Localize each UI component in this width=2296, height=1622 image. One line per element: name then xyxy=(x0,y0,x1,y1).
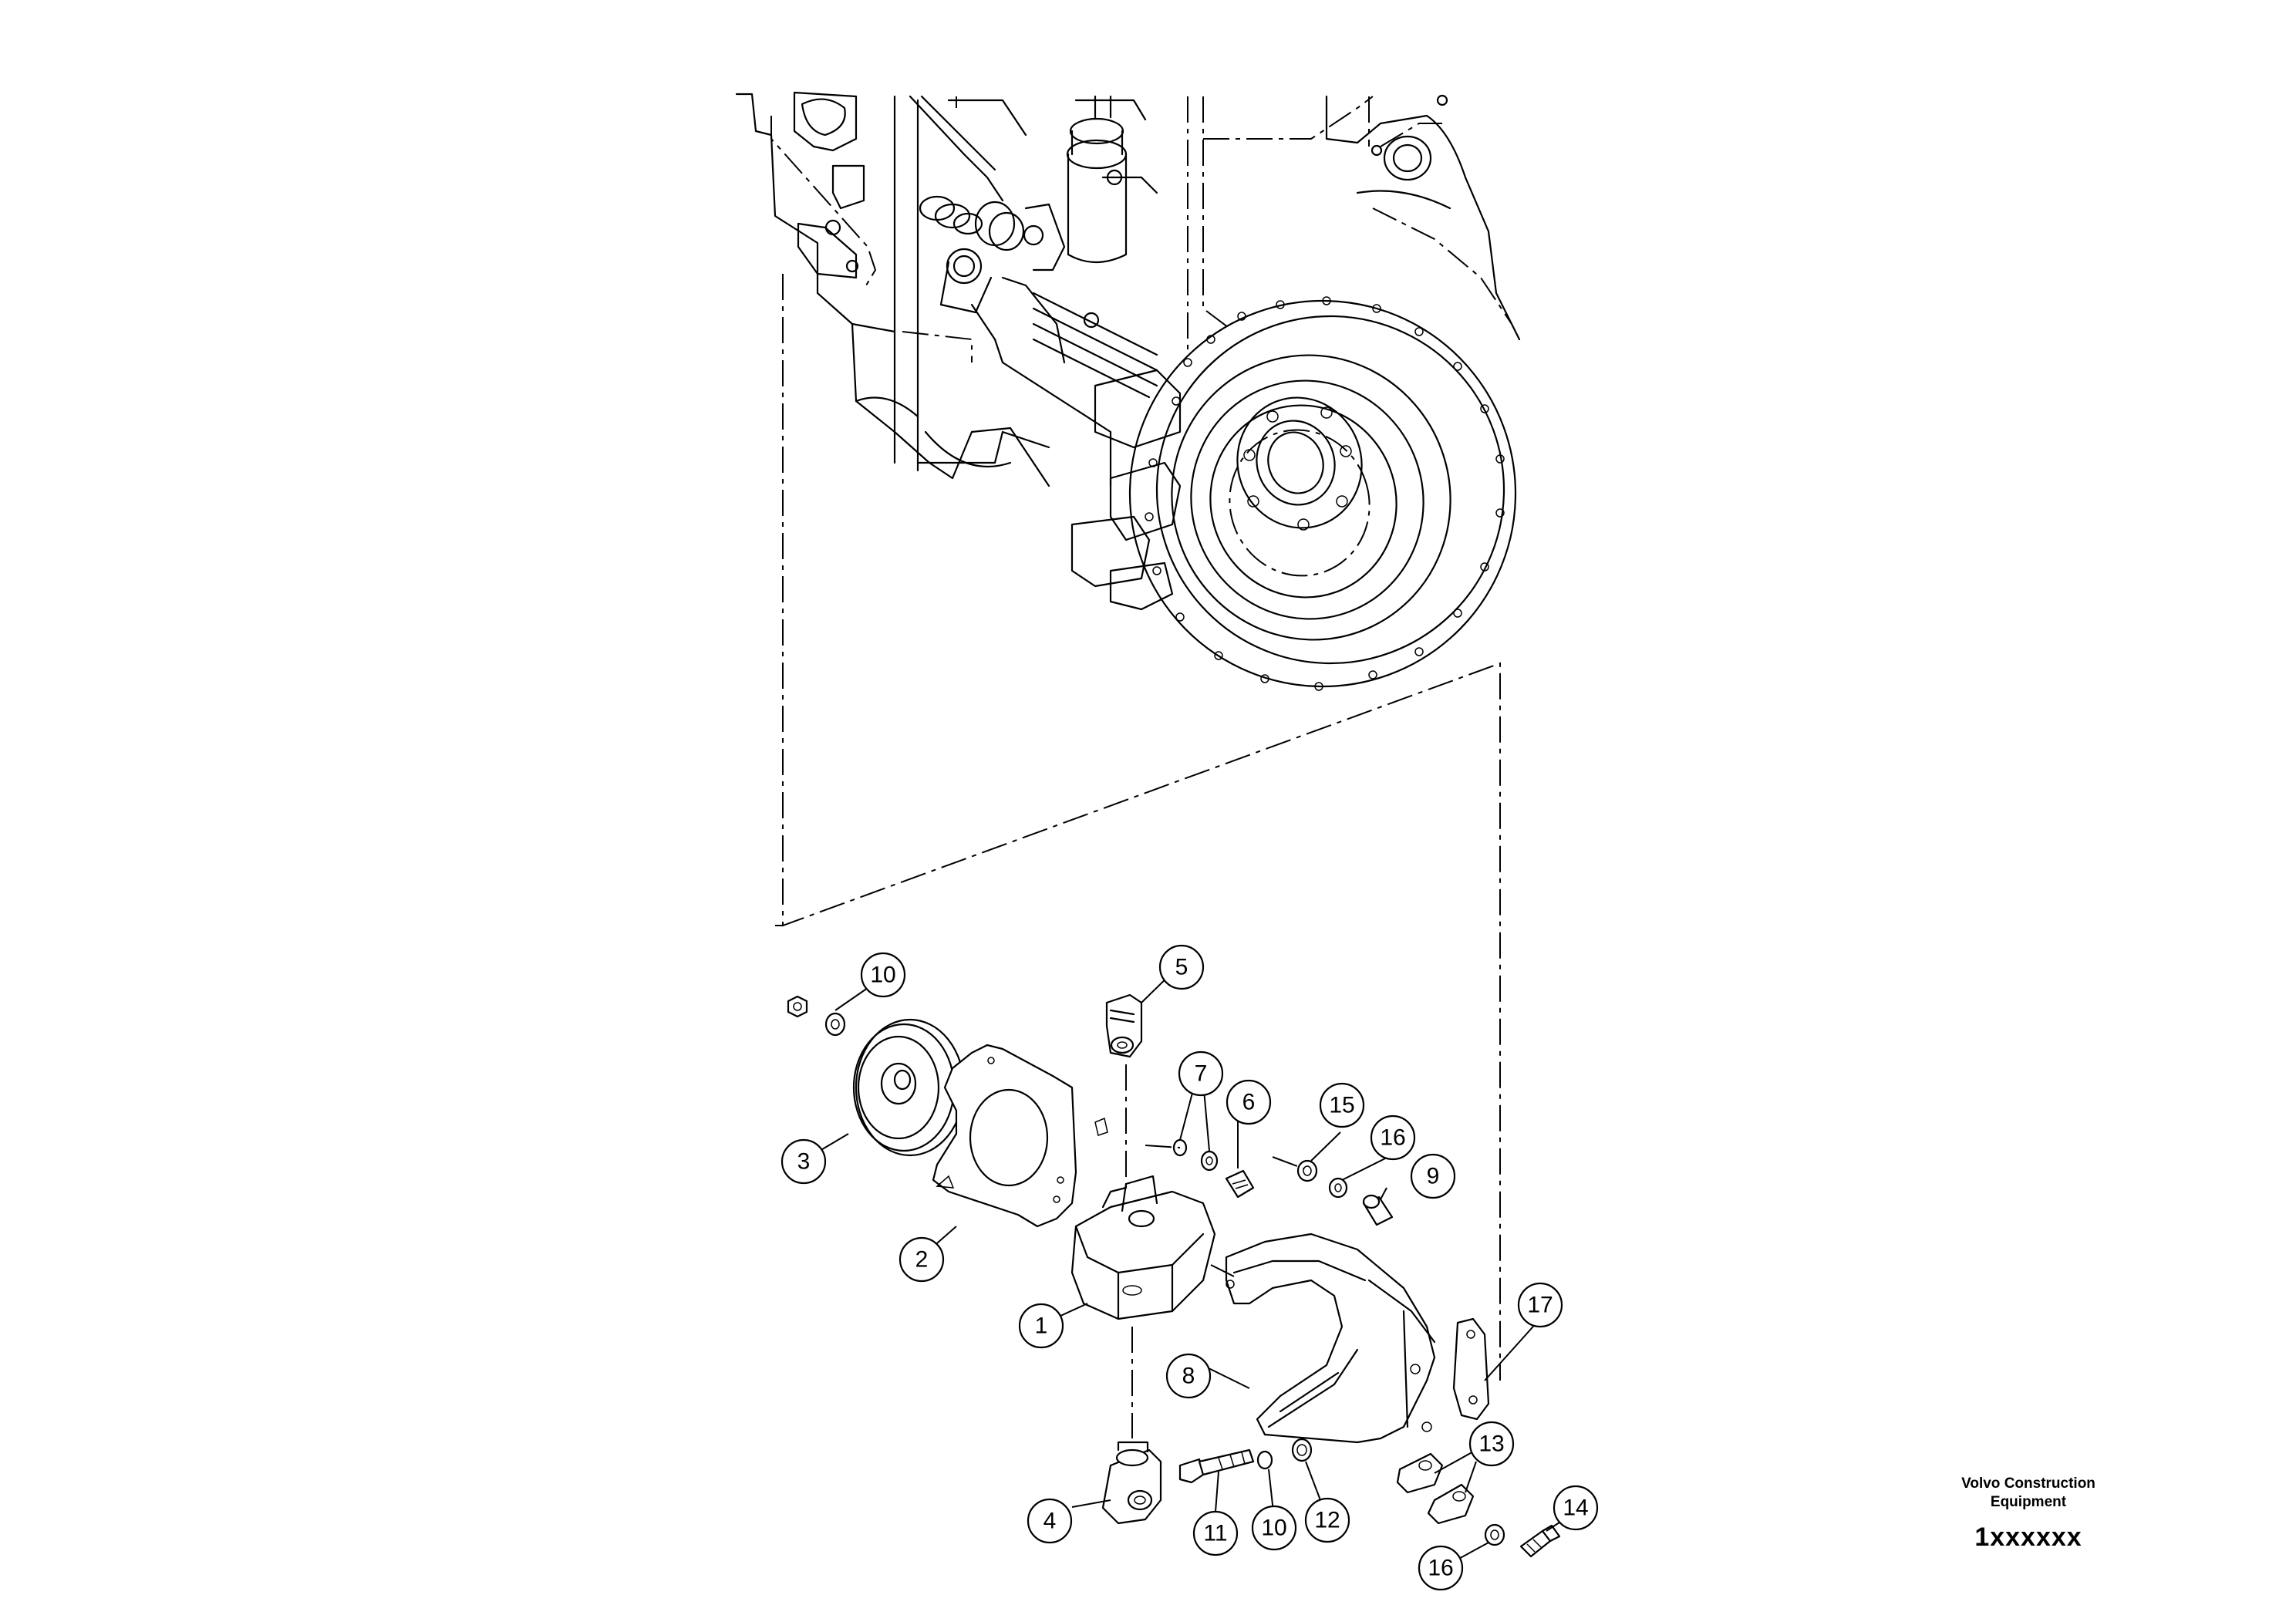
callout-2[interactable]: 2 xyxy=(899,1236,945,1283)
svg-text:13: 13 xyxy=(1478,1431,1504,1457)
callout-5[interactable]: 5 xyxy=(1158,944,1205,990)
callout-14[interactable]: 14 xyxy=(1553,1485,1599,1531)
svg-text:8: 8 xyxy=(1182,1364,1195,1389)
svg-text:12: 12 xyxy=(1314,1508,1340,1533)
svg-text:16: 16 xyxy=(1380,1125,1405,1151)
callout-6[interactable]: 6 xyxy=(1226,1079,1272,1125)
callout-9[interactable]: 9 xyxy=(1410,1153,1456,1199)
engine-illustration xyxy=(735,91,1521,691)
assembly-illustration xyxy=(787,993,1561,1558)
callout-16a[interactable]: 16 xyxy=(1370,1114,1416,1161)
company-name-line1: Volvo Construction xyxy=(1961,1475,2095,1492)
svg-text:15: 15 xyxy=(1329,1093,1354,1118)
callout-11[interactable]: 11 xyxy=(1192,1510,1239,1556)
svg-text:17: 17 xyxy=(1527,1293,1553,1318)
svg-text:5: 5 xyxy=(1175,955,1188,980)
svg-text:16: 16 xyxy=(1428,1556,1453,1581)
svg-text:7: 7 xyxy=(1195,1061,1208,1087)
svg-text:3: 3 xyxy=(797,1149,811,1175)
document-id: 1xxxxxx xyxy=(1974,1523,2082,1552)
callout-16b[interactable]: 16 xyxy=(1418,1545,1464,1591)
callout-10b[interactable]: 10 xyxy=(1251,1505,1297,1551)
callout-7[interactable]: 7 xyxy=(1178,1050,1224,1097)
callout-10a[interactable]: 10 xyxy=(860,952,906,998)
svg-text:6: 6 xyxy=(1242,1090,1256,1115)
callout-4[interactable]: 4 xyxy=(1027,1498,1073,1544)
svg-text:9: 9 xyxy=(1427,1164,1440,1189)
callout-3[interactable]: 3 xyxy=(781,1138,827,1185)
alignment-lines xyxy=(775,274,1501,1381)
callout-15[interactable]: 15 xyxy=(1319,1082,1365,1128)
callout-8[interactable]: 8 xyxy=(1165,1353,1212,1399)
callout-17[interactable]: 17 xyxy=(1517,1282,1563,1328)
callout-12[interactable]: 12 xyxy=(1304,1497,1350,1543)
svg-text:4: 4 xyxy=(1043,1509,1057,1534)
svg-text:14: 14 xyxy=(1563,1496,1588,1521)
branding-block: Volvo Construction Equipment 1xxxxxx xyxy=(1928,1475,2129,1553)
callout-13[interactable]: 13 xyxy=(1468,1421,1515,1467)
svg-text:11: 11 xyxy=(1203,1521,1227,1546)
svg-text:10: 10 xyxy=(870,963,895,988)
svg-text:1: 1 xyxy=(1035,1313,1048,1339)
svg-text:10: 10 xyxy=(1261,1516,1286,1541)
callout-1[interactable]: 1 xyxy=(1018,1303,1064,1349)
company-name-line2: Equipment xyxy=(1990,1494,2067,1510)
svg-text:2: 2 xyxy=(915,1247,929,1273)
